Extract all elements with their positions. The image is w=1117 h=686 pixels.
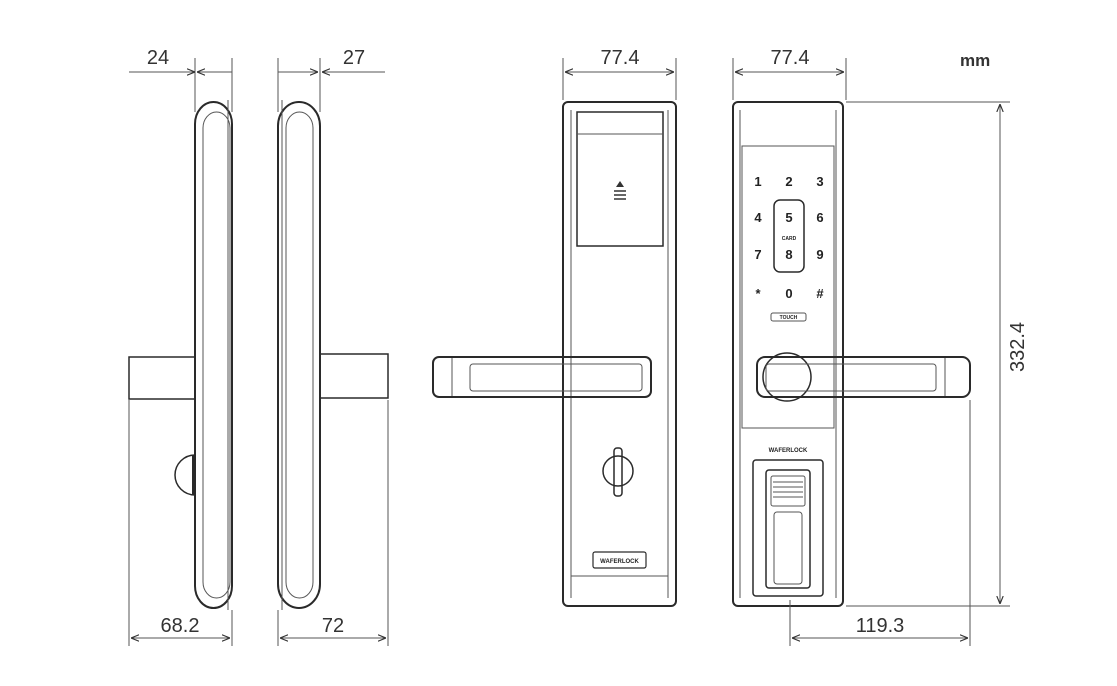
front-body [562,101,677,607]
back-logo: WAFERLOCK [769,448,808,454]
back-view: 1 2 3 4 5 6 CARD 7 8 9 * 0 # TOUCH WAFER… [732,101,971,607]
dim-handle-left: 68.2 [128,400,233,646]
dim-front-width: 77.4 [562,47,677,100]
dim-handle-right: 72 [277,400,389,646]
eject-icon [616,181,624,187]
unit-label: mm [960,51,990,70]
back-body [732,101,844,607]
key-5: 5 [785,210,792,225]
key-4: 4 [754,210,762,225]
side-right-body [277,101,321,609]
key-0: 0 [785,286,792,301]
key-1: 1 [754,174,761,189]
dim-side-left-depth-value: 24 [147,47,169,69]
key-star: * [755,286,761,301]
touch-label: TOUCH [780,315,798,321]
dim-height: 332.4 [846,101,1029,607]
side-left-body [194,101,233,609]
front-logo-plate [592,551,647,569]
keypad-panel [741,145,835,429]
card-reader-area [773,199,805,273]
side-view-right [277,100,389,610]
touch-indicator [770,312,807,322]
key-8: 8 [785,247,792,262]
back-handle [756,356,971,398]
key-9: 9 [816,247,823,262]
card-label: CARD [782,236,797,242]
side-right-handle [319,353,389,399]
back-handle-inner [765,363,937,392]
front-logo: WAFERLOCK [600,559,639,565]
key-hash: # [816,286,824,301]
handle-rose [762,352,812,402]
fingerprint-sensor [770,475,806,507]
side-left-handle [128,356,196,400]
dim-front-width-value: 77.4 [601,47,640,69]
front-view: WAFERLOCK [432,101,677,607]
front-battery-cover [576,111,664,247]
side-view-left [128,100,233,610]
dim-handle-back: 119.3 [789,400,971,646]
key-6: 6 [816,210,823,225]
dim-height-value: 332.4 [1007,322,1029,372]
fingerprint-sensor-housing [765,469,811,589]
side-left-body-inner [202,111,231,599]
dim-handle-back-value: 119.3 [856,615,905,637]
side-right-body-inner [285,111,314,599]
key-3: 3 [816,174,823,189]
front-handle-inner [469,363,643,392]
front-handle [432,356,652,398]
dim-side-right-depth-value: 27 [343,47,365,69]
fingerprint-module [752,459,824,597]
dim-handle-left-value: 68.2 [161,615,200,637]
dim-side-left-depth: 24 [129,47,233,112]
dim-handle-right-value: 72 [322,615,344,637]
dim-side-right-depth: 27 [277,47,385,112]
key-2: 2 [785,174,792,189]
side-left-thumb-turn [174,454,196,496]
dim-back-width-value: 77.4 [771,47,810,69]
front-thumb-turn [602,455,634,487]
dim-back-width: 77.4 [732,47,847,100]
fingerprint-slot [773,511,803,585]
key-7: 7 [754,247,761,262]
